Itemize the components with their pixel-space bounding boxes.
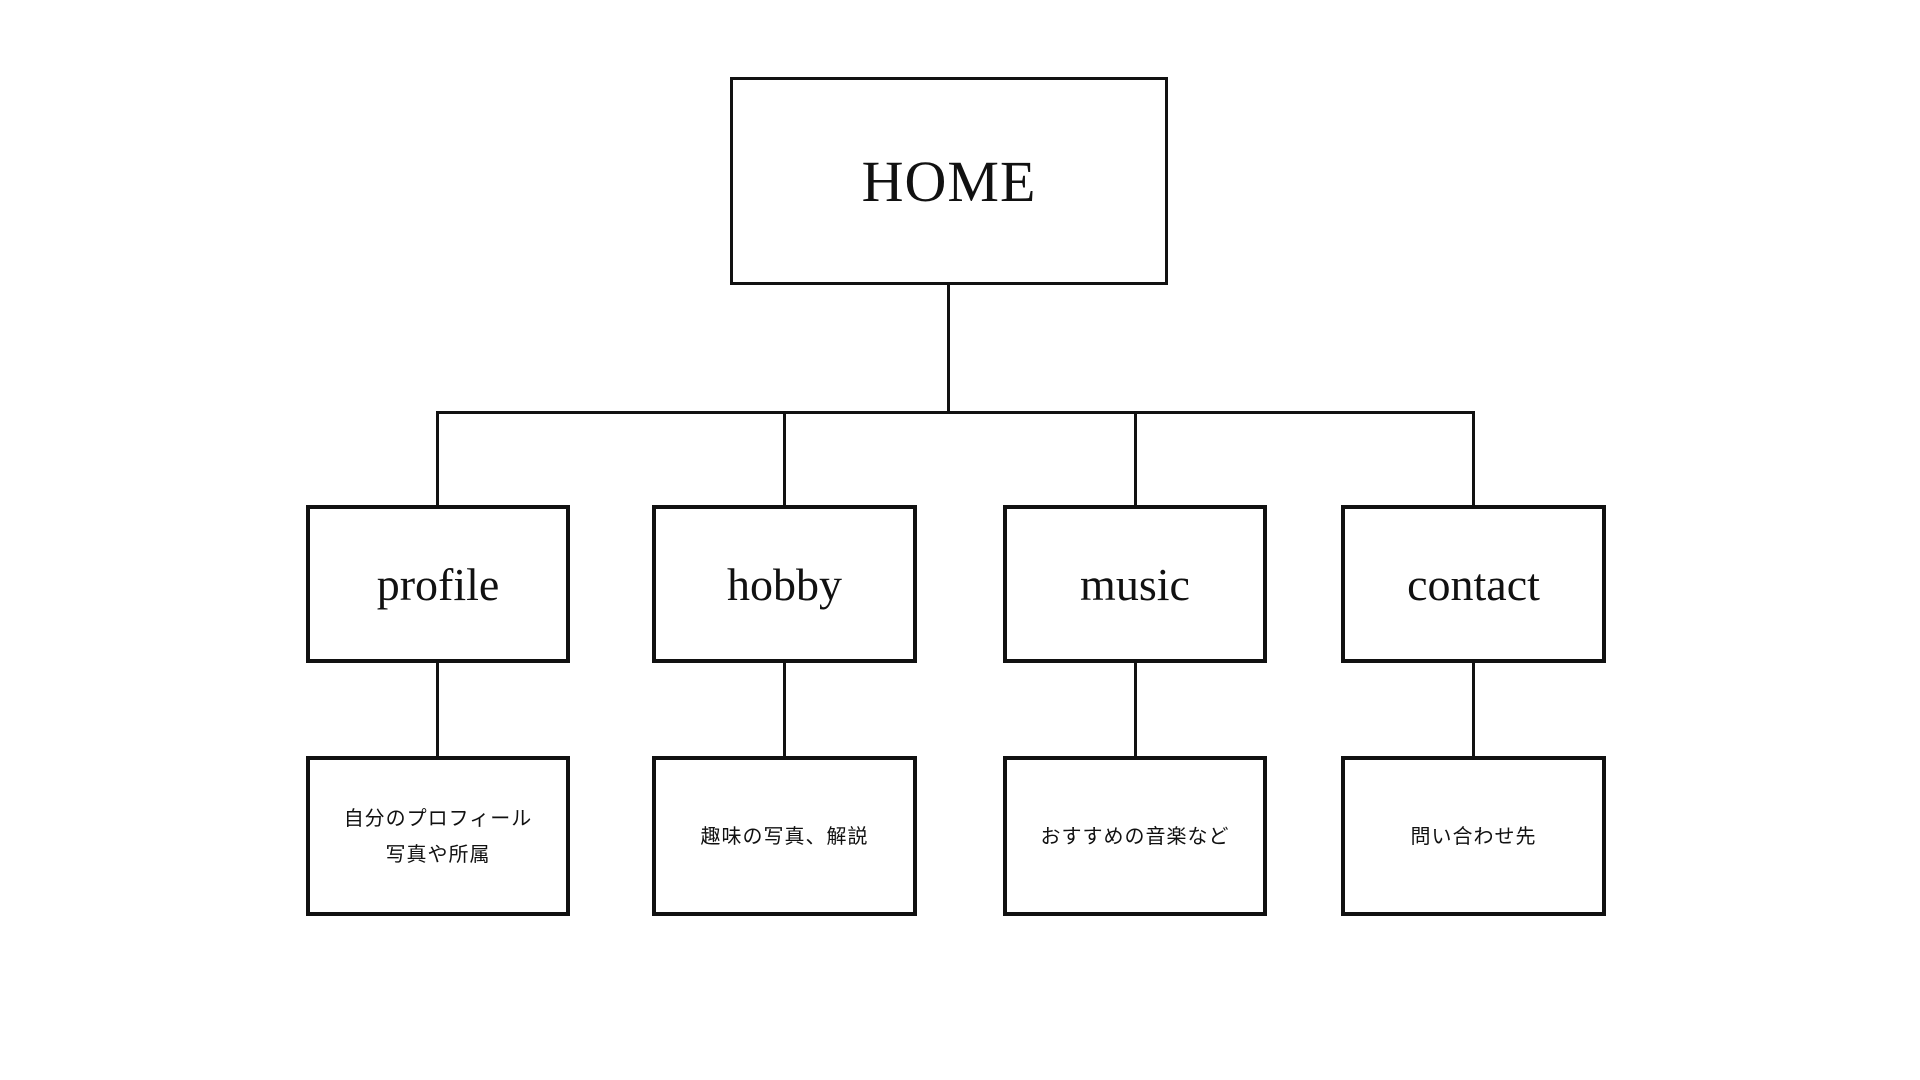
hobby-description-text: 趣味の写真、解説 [701, 818, 869, 854]
node-music-description: おすすめの音楽など [1003, 756, 1267, 916]
connector-drop-music [1134, 411, 1137, 505]
connector-drop-contact [1472, 411, 1475, 505]
music-description-text: おすすめの音楽など [1041, 818, 1230, 854]
music-description-line-1: おすすめの音楽など [1040, 824, 1230, 848]
node-home-label: HOME [861, 148, 1037, 214]
node-contact: contact [1341, 505, 1606, 663]
contact-description-line-1: 問い合わせ先 [1410, 824, 1537, 848]
profile-description-line-2: 写真や所属 [385, 842, 491, 866]
node-music-label: music [1080, 558, 1190, 610]
node-hobby-description: 趣味の写真、解説 [652, 756, 917, 916]
profile-description-line-1: 自分のプロフィール [343, 806, 533, 830]
connector-home-riser [947, 285, 950, 414]
connector-hobby-desc [783, 663, 786, 756]
node-hobby-label: hobby [727, 558, 842, 610]
connector-drop-profile [436, 411, 439, 505]
contact-description-text: 問い合わせ先 [1411, 818, 1537, 854]
node-profile: profile [306, 505, 570, 663]
node-contact-label: contact [1407, 558, 1540, 610]
connector-profile-desc [436, 663, 439, 756]
node-music: music [1003, 505, 1267, 663]
profile-description-text: 自分のプロフィール 写真や所属 [344, 800, 533, 872]
connector-horizontal-bar [436, 411, 1475, 414]
node-profile-label: profile [376, 558, 500, 610]
hobby-description-line-1: 趣味の写真、解説 [700, 824, 869, 848]
connector-contact-desc [1472, 663, 1475, 756]
connector-music-desc [1134, 663, 1137, 756]
node-contact-description: 問い合わせ先 [1341, 756, 1606, 916]
node-hobby: hobby [652, 505, 917, 663]
connector-drop-hobby [783, 411, 786, 505]
node-home: HOME [730, 77, 1168, 285]
node-profile-description: 自分のプロフィール 写真や所属 [306, 756, 570, 916]
